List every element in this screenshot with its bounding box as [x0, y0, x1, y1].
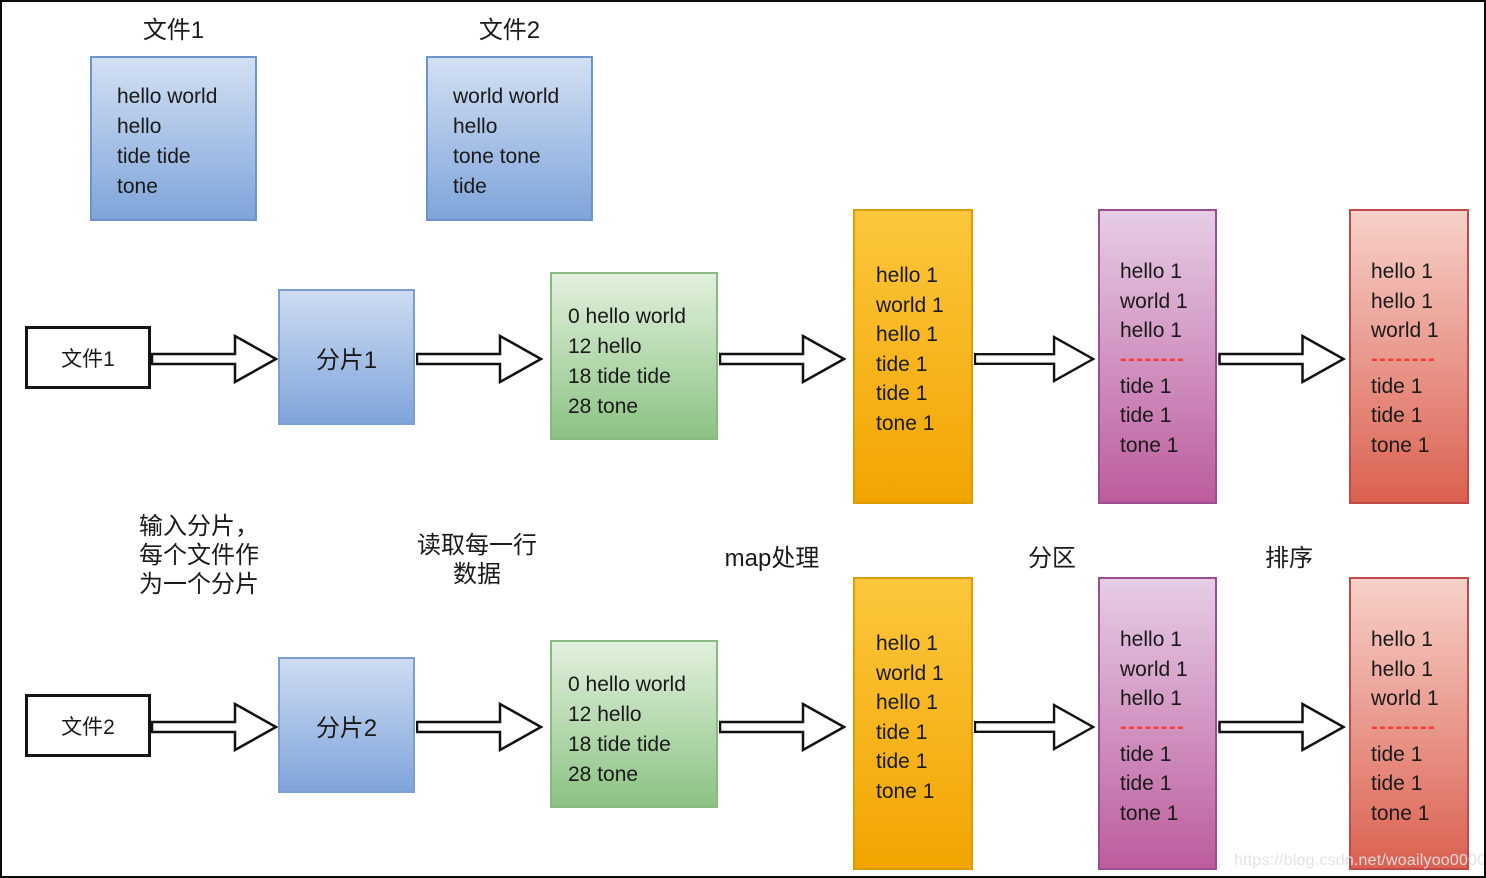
row2-split-node: 分片2 — [278, 657, 415, 793]
flow-arrow-icon — [974, 703, 1096, 751]
file2-content-box: world world hello tone tone tide — [426, 56, 593, 221]
row1-partition-divider: -------- — [1120, 347, 1186, 370]
row2-partition-bottom: tide 1 tide 1 tone 1 — [1120, 742, 1179, 825]
row1-lines-box: 0 hello world 12 hello 18 tide tide 28 t… — [550, 272, 718, 440]
flow-arrow-icon — [416, 333, 544, 385]
row2-sort-top: hello 1 hello 1 world 1 — [1371, 628, 1439, 710]
row1-partition-box: hello 1 world 1 hello 1 -------- tide 1 … — [1098, 209, 1217, 504]
row2-sort-box: hello 1 hello 1 world 1 -------- tide 1 … — [1349, 577, 1469, 870]
csdn-watermark: https://blog.csdn.net/woailyoo0000 — [1234, 852, 1486, 869]
flow-arrow-icon — [719, 333, 847, 385]
flow-arrow-icon — [416, 701, 544, 753]
flow-arrow-icon — [151, 701, 279, 753]
file2-title: 文件2 — [478, 17, 541, 44]
row2-partition-divider: -------- — [1120, 715, 1186, 738]
file1-title: 文件1 — [142, 17, 205, 44]
stage-label-partition: 分区 — [1028, 545, 1076, 572]
row1-partition-top: hello 1 world 1 hello 1 — [1120, 260, 1188, 342]
row2-file-node: 文件2 — [25, 694, 151, 757]
flow-arrow-icon — [719, 701, 847, 753]
row2-sort-divider: -------- — [1371, 715, 1437, 738]
row1-split-node: 分片1 — [278, 289, 415, 425]
flow-arrow-icon — [1218, 701, 1347, 753]
flow-arrow-icon — [1218, 333, 1347, 385]
stage-label-read-lines: 读取每一行 数据 — [417, 532, 537, 588]
row2-map-output-box: hello 1 world 1 hello 1 tide 1 tide 1 to… — [853, 577, 973, 870]
row2-partition-box: hello 1 world 1 hello 1 -------- tide 1 … — [1098, 577, 1217, 870]
row2-partition-top: hello 1 world 1 hello 1 — [1120, 628, 1188, 710]
row1-split-node-label: 分片1 — [315, 346, 378, 374]
row2-file-node-label: 文件2 — [61, 715, 115, 739]
flow-arrow-icon — [974, 335, 1096, 383]
row1-sort-box: hello 1 hello 1 world 1 -------- tide 1 … — [1349, 209, 1469, 504]
row1-file-node-label: 文件1 — [61, 347, 115, 371]
row2-sort-bottom: tide 1 tide 1 tone 1 — [1371, 742, 1430, 825]
file1-content-box: hello world hello tide tide tone — [90, 56, 257, 221]
stage-label-map: map处理 — [724, 545, 820, 572]
row1-sort-bottom: tide 1 tide 1 tone 1 — [1371, 374, 1430, 457]
row1-file-node: 文件1 — [25, 326, 151, 389]
flow-arrow-icon — [151, 333, 279, 385]
row2-split-node-label: 分片2 — [315, 714, 378, 742]
row2-lines-box: 0 hello world 12 hello 18 tide tide 28 t… — [550, 640, 718, 808]
row1-sort-divider: -------- — [1371, 347, 1437, 370]
row1-map-output-box: hello 1 world 1 hello 1 tide 1 tide 1 to… — [853, 209, 973, 504]
stage-label-sort: 排序 — [1265, 545, 1313, 572]
stage-label-input-split: 输入分片， 每个文件作 为一个分片 — [139, 513, 259, 598]
row1-sort-top: hello 1 hello 1 world 1 — [1371, 260, 1439, 342]
row1-partition-bottom: tide 1 tide 1 tone 1 — [1120, 374, 1179, 457]
